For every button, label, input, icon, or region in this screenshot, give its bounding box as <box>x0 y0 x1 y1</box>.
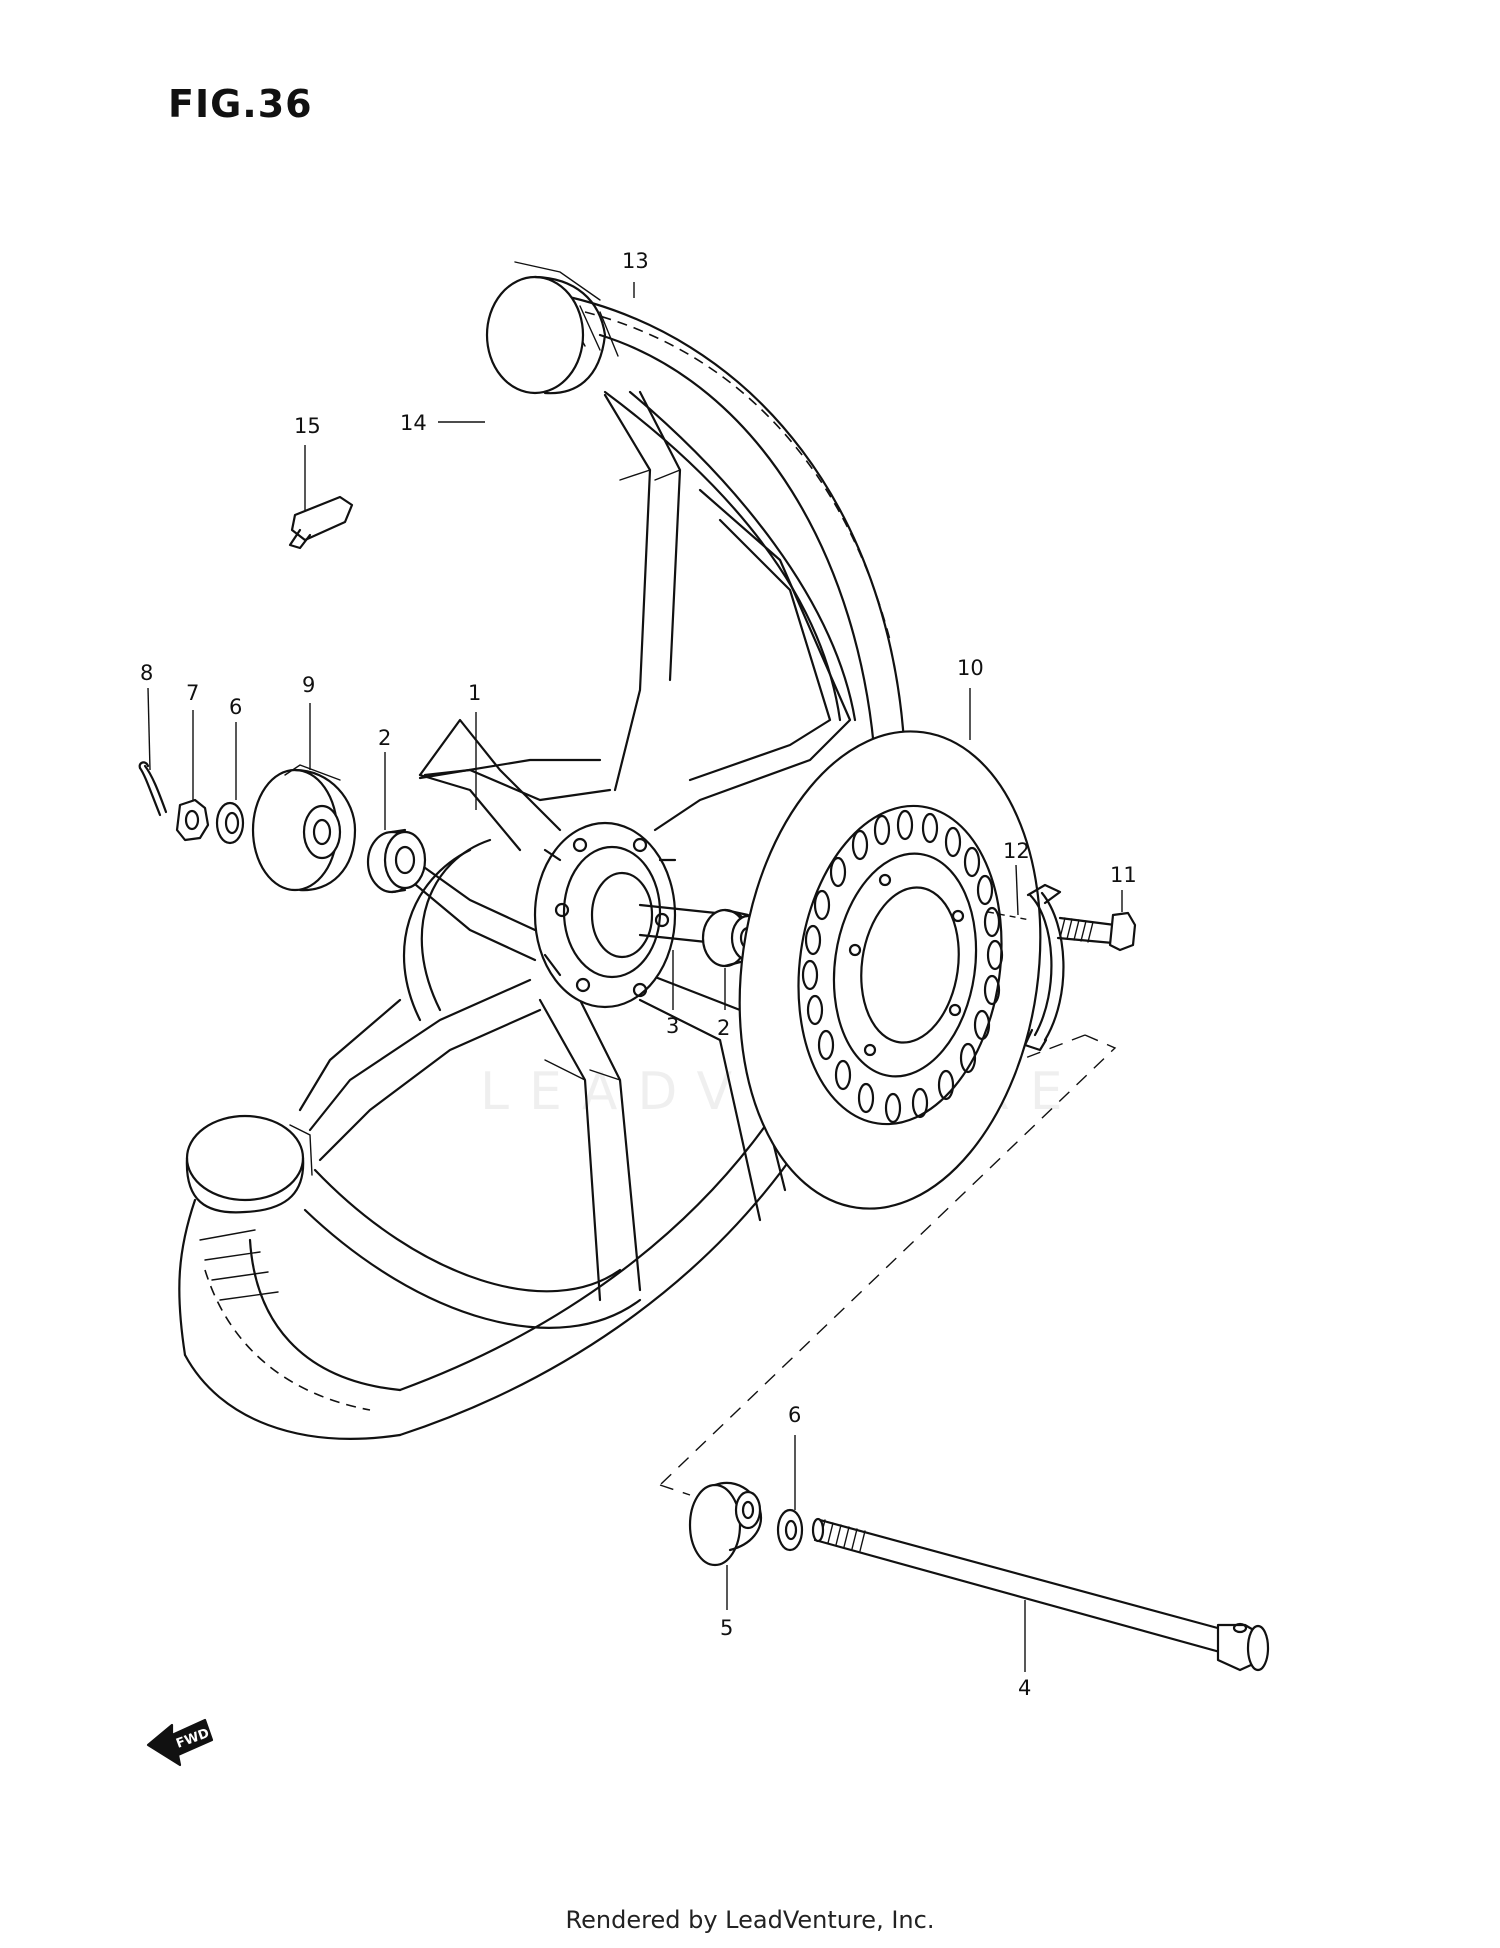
disc-vent-holes <box>801 809 1004 1124</box>
callout-4: 4 <box>1018 1676 1031 1700</box>
callout-9: 9 <box>302 673 315 697</box>
lock-washer <box>987 883 1065 1052</box>
cotter-pin <box>138 761 168 817</box>
callout-2-left: 2 <box>378 726 391 750</box>
callout-6-bottom: 6 <box>788 1403 801 1427</box>
tire-section-bottom <box>185 1114 313 1214</box>
assembly-axis-lines <box>659 1034 1117 1496</box>
callout-8: 8 <box>140 661 153 685</box>
callout-1: 1 <box>468 681 481 705</box>
callout-2-right: 2 <box>717 1016 730 1040</box>
footer-credit: Rendered by LeadVenture, Inc. <box>565 1906 935 1934</box>
castle-nut <box>175 798 210 842</box>
callout-10: 10 <box>957 656 984 680</box>
callout-12: 12 <box>1003 839 1030 863</box>
callout-6-left: 6 <box>229 695 242 719</box>
callout-7: 7 <box>186 681 199 705</box>
disc-bolt <box>1056 911 1137 952</box>
callout-labels: 13 14 15 8 7 6 9 2 1 10 12 11 3 2 6 5 4 <box>140 249 1137 1700</box>
wheel-hub <box>533 821 677 1009</box>
brake-disc <box>738 730 1042 1210</box>
tire-section-top <box>485 261 607 395</box>
fwd-arrow-icon: FWD <box>146 1718 214 1767</box>
tire-valve <box>288 495 354 550</box>
callout-15: 15 <box>294 414 321 438</box>
washer-left <box>215 801 245 845</box>
axle-collar <box>688 1481 763 1567</box>
callout-11: 11 <box>1110 863 1137 887</box>
washer-bottom <box>776 1508 804 1552</box>
callout-14: 14 <box>400 411 427 435</box>
callout-3: 3 <box>666 1014 679 1038</box>
front-axle <box>811 1517 1270 1672</box>
callout-13: 13 <box>622 249 649 273</box>
callout-5: 5 <box>720 1616 733 1640</box>
figure-title: FIG.36 <box>168 82 313 126</box>
callout-leaders <box>147 282 1123 1672</box>
speedometer-gearbox <box>251 764 357 892</box>
bearing-left <box>366 828 427 894</box>
